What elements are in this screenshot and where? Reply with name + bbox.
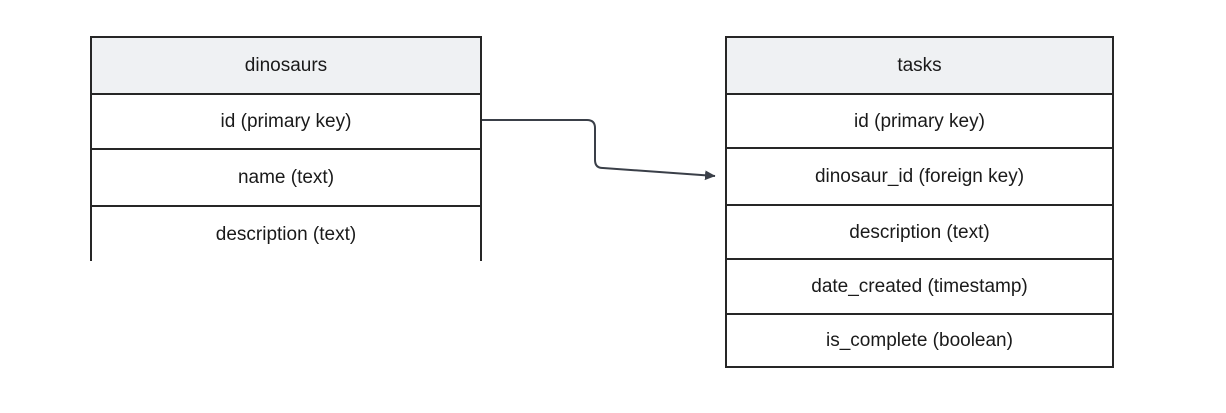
- relationship-line-dinosaurs-to-tasks[interactable]: [482, 119, 716, 181]
- entity-tasks-field-description: description (text): [727, 206, 1112, 260]
- entity-dinosaurs-field-name: name (text): [92, 150, 480, 207]
- entity-tasks[interactable]: tasks id (primary key) dinosaur_id (fore…: [725, 36, 1114, 368]
- entity-tasks-field-dinosaur-id: dinosaur_id (foreign key): [727, 149, 1112, 206]
- entity-dinosaurs-title: dinosaurs: [92, 38, 480, 95]
- entity-tasks-title: tasks: [727, 38, 1112, 95]
- entity-tasks-field-id: id (primary key): [727, 95, 1112, 149]
- entity-tasks-field-date-created: date_created (timestamp): [727, 260, 1112, 315]
- entity-dinosaurs[interactable]: dinosaurs id (primary key) name (text) d…: [90, 36, 482, 261]
- entity-dinosaurs-field-id: id (primary key): [92, 95, 480, 150]
- entity-tasks-field-is-complete: is_complete (boolean): [727, 315, 1112, 366]
- entity-dinosaurs-field-description: description (text): [92, 207, 480, 261]
